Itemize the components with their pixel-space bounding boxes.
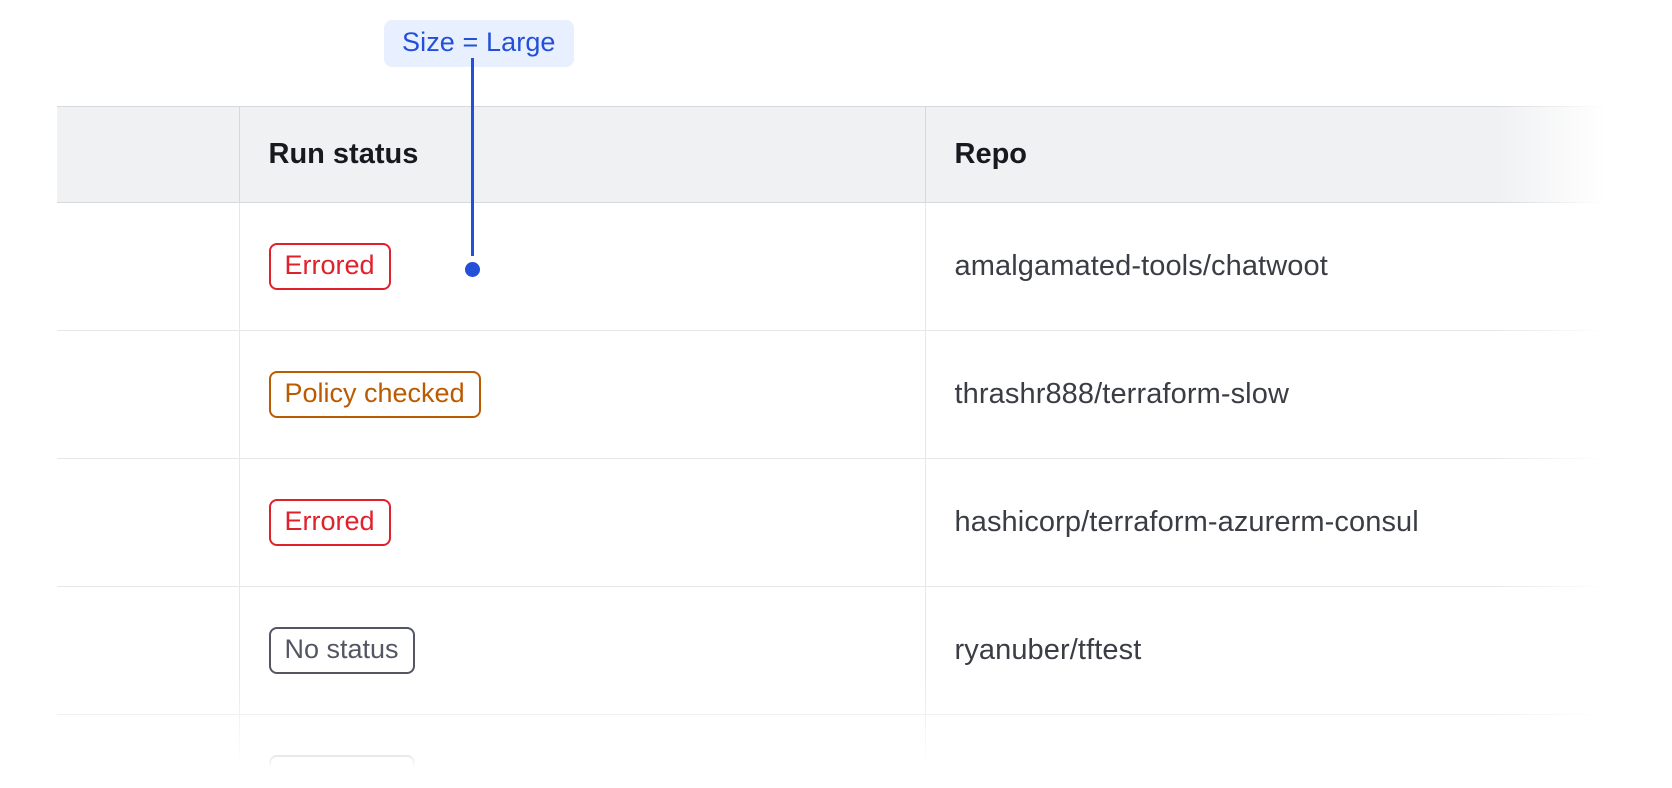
- row-select-cell[interactable]: [57, 586, 240, 715]
- runs-table-body: Errored amalgamated-tools/chatwoot Polic…: [57, 202, 1672, 788]
- repo-cell: amalgamated-tools/chatwoot: [925, 202, 1604, 331]
- repo-cell: thrashr888/terraform-slow: [925, 330, 1604, 459]
- run-status-cell-row-3: Errored: [239, 458, 926, 587]
- row-select-cell[interactable]: [57, 202, 240, 331]
- table-row[interactable]: No status ashrajagopal/random_net_genera…: [57, 714, 1672, 788]
- status-badge: Errored: [268, 499, 391, 546]
- run-status-cell-row-2: Policy checked: [239, 330, 926, 459]
- row-overflow-cell[interactable]: [1603, 586, 1672, 715]
- run-status-cell-row-5: No status: [239, 714, 926, 788]
- runs-table: Run status Repo Errored amalgamated-tool…: [57, 106, 1672, 788]
- row-select-cell[interactable]: [57, 714, 240, 788]
- column-header-overflow[interactable]: [1603, 106, 1672, 203]
- run-status-cell-row-1: Errored: [239, 202, 926, 331]
- status-badge: No status: [268, 627, 415, 674]
- repo-name: ashrajagopal/random_net_generator: [954, 762, 1427, 788]
- run-status-cell-row-4: No status: [239, 586, 926, 715]
- row-select-cell[interactable]: [57, 330, 240, 459]
- column-header-run-status[interactable]: Run status: [239, 106, 926, 203]
- status-badge: No status: [268, 755, 415, 788]
- status-badge: Policy checked: [268, 371, 481, 418]
- column-header-repo[interactable]: Repo: [925, 106, 1604, 203]
- top-mask: [0, 0, 1672, 106]
- repo-name: amalgamated-tools/chatwoot: [954, 250, 1328, 282]
- table-row[interactable]: No status ryanuber/tftest: [57, 586, 1672, 715]
- repo-name: hashicorp/terraform-azurerm-consul: [954, 506, 1419, 538]
- repo-cell: ashrajagopal/random_net_generator: [925, 714, 1604, 788]
- repo-cell: hashicorp/terraform-azurerm-consul: [925, 458, 1604, 587]
- table-row[interactable]: Errored hashicorp/terraform-azurerm-cons…: [57, 458, 1672, 587]
- row-select-cell[interactable]: [57, 458, 240, 587]
- repo-name: thrashr888/terraform-slow: [954, 378, 1289, 410]
- runs-table-scroll-region[interactable]: Run status Repo Errored amalgamated-tool…: [0, 106, 1672, 788]
- row-overflow-cell[interactable]: [1603, 330, 1672, 459]
- column-header-select[interactable]: [57, 106, 240, 203]
- row-overflow-cell[interactable]: [1603, 202, 1672, 331]
- annotation-label: Size = Large: [384, 20, 574, 67]
- table-row[interactable]: Policy checked thrashr888/terraform-slow: [57, 330, 1672, 459]
- status-badge: Errored: [268, 243, 391, 290]
- table-row[interactable]: Errored amalgamated-tools/chatwoot: [57, 202, 1672, 331]
- repo-name: ryanuber/tftest: [954, 634, 1142, 666]
- table-header-row: Run status Repo: [57, 106, 1672, 203]
- row-overflow-cell[interactable]: [1603, 714, 1672, 788]
- row-overflow-cell[interactable]: [1603, 458, 1672, 587]
- runs-table-header: Run status Repo: [57, 106, 1672, 203]
- repo-cell: ryanuber/tftest: [925, 586, 1604, 715]
